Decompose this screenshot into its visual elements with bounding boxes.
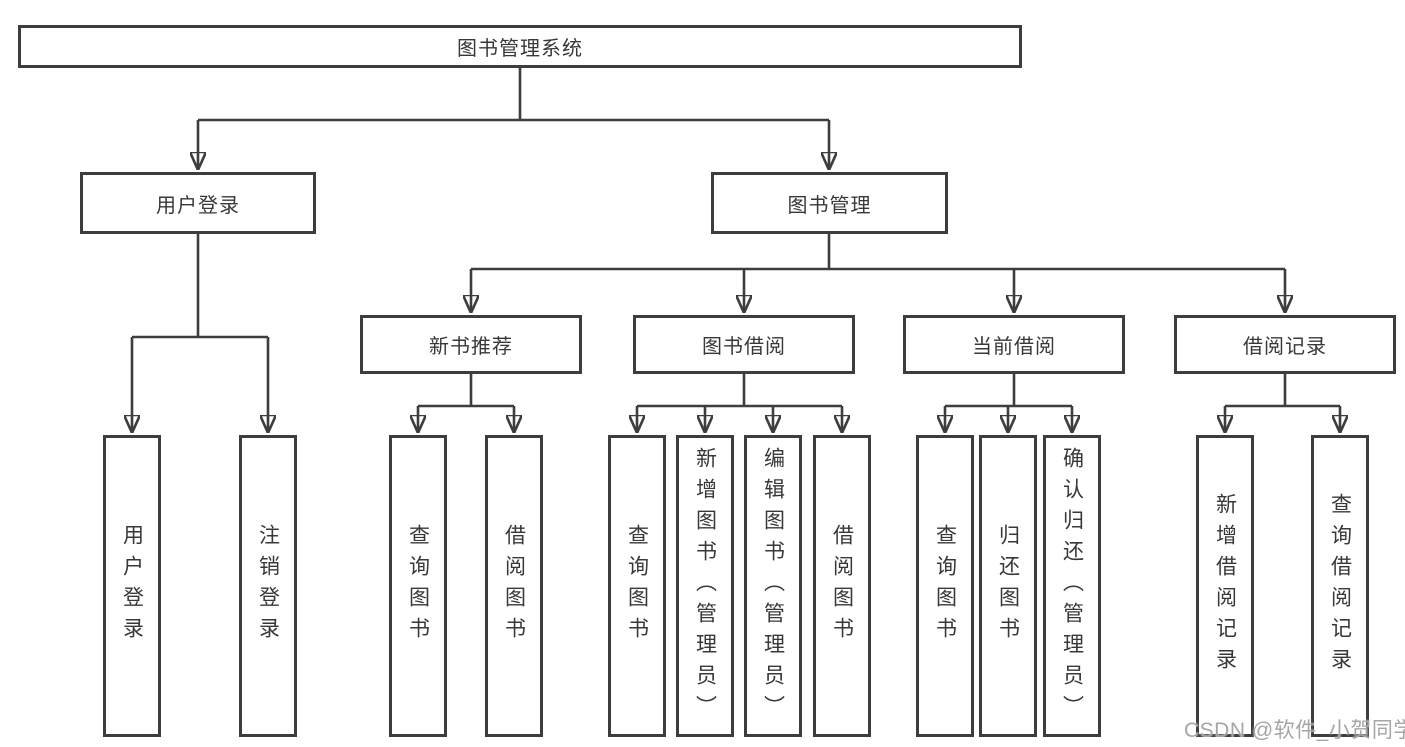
node-leaf-logout: 注销登录 xyxy=(239,435,297,737)
node-book-mgmt: 图书管理 xyxy=(711,172,948,234)
node-leaf-br-add-record-label: 新增借阅记录 xyxy=(1213,493,1237,679)
node-leaf-bb-edit-book-label: 编辑图书（管理员） xyxy=(761,446,785,726)
node-leaf-bb-edit-book: 编辑图书（管理员） xyxy=(744,435,802,737)
node-leaf-cb-query-book-label: 查询图书 xyxy=(933,524,957,648)
node-borrow-records: 借阅记录 xyxy=(1174,315,1396,374)
connector-book-borrow-trunk xyxy=(637,374,842,408)
node-leaf-nbr-borrow-book: 借阅图书 xyxy=(485,435,543,737)
csdn-watermark: CSDN @软件_小贺同学 xyxy=(1184,719,1405,742)
node-book-borrow: 图书借阅 xyxy=(633,315,855,374)
node-leaf-bb-query-book: 查询图书 xyxy=(608,435,666,737)
node-leaf-cb-return-book-label: 归还图书 xyxy=(996,524,1020,648)
node-leaf-bb-add-book: 新增图书（管理员） xyxy=(676,435,734,737)
node-new-book-rec-label: 新书推荐 xyxy=(429,336,513,358)
node-leaf-nbr-query-book: 查询图书 xyxy=(389,435,447,737)
node-leaf-cb-return-book: 归还图书 xyxy=(979,435,1037,737)
node-book-mgmt-label: 图书管理 xyxy=(787,194,872,217)
node-leaf-user-login: 用户登录 xyxy=(103,435,161,737)
node-leaf-br-add-record: 新增借阅记录 xyxy=(1196,435,1254,737)
node-leaf-cb-query-book: 查询图书 xyxy=(916,435,974,737)
node-borrow-records-label: 借阅记录 xyxy=(1243,336,1327,358)
node-user-login-label: 用户登录 xyxy=(156,194,240,217)
node-leaf-bb-add-book-label: 新增图书（管理员） xyxy=(693,446,717,726)
node-leaf-bb-query-book-label: 查询图书 xyxy=(625,524,649,648)
node-leaf-br-query-record: 查询借阅记录 xyxy=(1311,435,1369,737)
node-current-borrow-label: 当前借阅 xyxy=(972,336,1056,358)
connector-book-mgmt-trunk xyxy=(471,234,1285,271)
connector-borrow-records-trunk xyxy=(1225,374,1340,408)
connector-user-login-trunk xyxy=(132,234,268,339)
connector-new-book-rec-trunk xyxy=(418,374,514,408)
node-leaf-bb-borrow-book-label: 借阅图书 xyxy=(830,524,854,648)
node-leaf-cb-confirm-return-label: 确认归还（管理员） xyxy=(1060,446,1084,726)
node-leaf-nbr-query-book-label: 查询图书 xyxy=(406,524,430,648)
node-root-label: 图书管理系统 xyxy=(457,38,583,60)
node-leaf-bb-borrow-book: 借阅图书 xyxy=(813,435,871,737)
node-current-borrow: 当前借阅 xyxy=(903,315,1125,374)
node-leaf-nbr-borrow-book-label: 借阅图书 xyxy=(502,524,526,648)
connector-root-trunk xyxy=(198,68,829,122)
node-user-login: 用户登录 xyxy=(80,172,316,234)
node-leaf-logout-label: 注销登录 xyxy=(256,524,280,648)
node-new-book-rec: 新书推荐 xyxy=(360,315,582,374)
node-book-borrow-label: 图书借阅 xyxy=(702,336,786,358)
node-leaf-user-login-label: 用户登录 xyxy=(120,524,144,648)
node-leaf-cb-confirm-return: 确认归还（管理员） xyxy=(1043,435,1101,737)
connector-current-borrow-trunk xyxy=(945,374,1072,408)
node-root: 图书管理系统 xyxy=(18,25,1022,68)
node-leaf-br-query-record-label: 查询借阅记录 xyxy=(1328,493,1352,679)
